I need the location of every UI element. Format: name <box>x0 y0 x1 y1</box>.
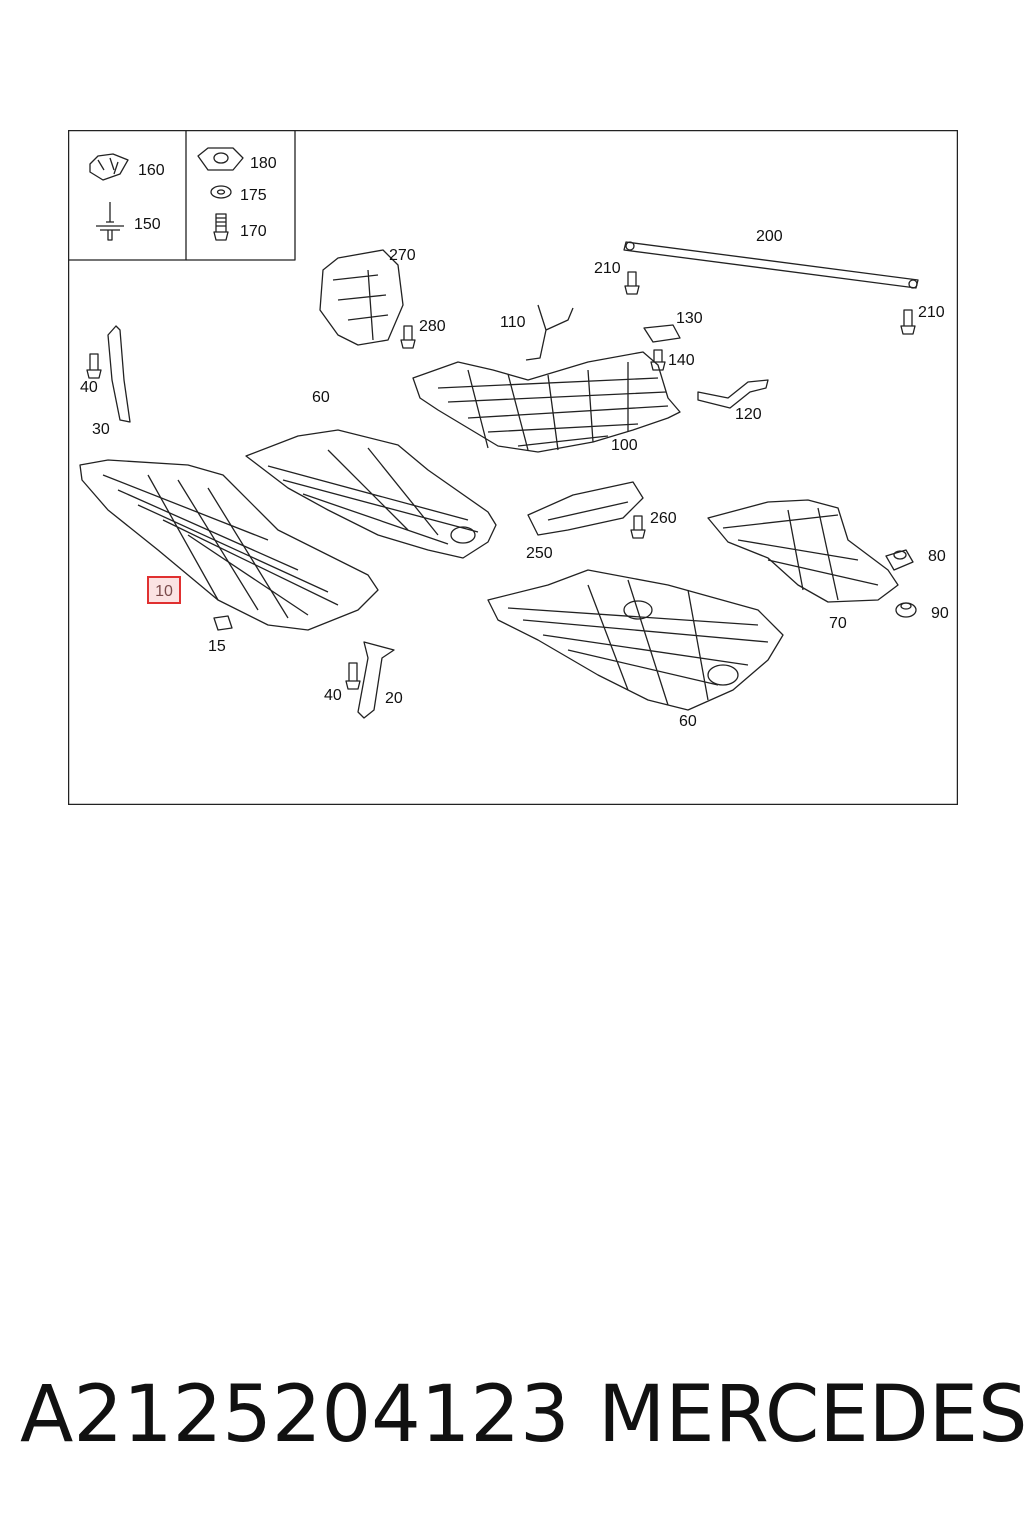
callout-210-left: 210 <box>594 260 621 277</box>
bolt-icon <box>213 213 229 241</box>
washer-icon <box>210 185 232 199</box>
part-70-rear-shield <box>707 499 899 603</box>
u-nut-icon <box>197 147 244 171</box>
legend-label-175: 175 <box>240 187 267 204</box>
callout-120: 120 <box>735 406 762 423</box>
callout-280: 280 <box>419 318 446 335</box>
legend-label-180: 180 <box>250 155 277 172</box>
part-30-bracket <box>107 325 131 423</box>
callout-140: 140 <box>668 352 695 369</box>
part-210-bolt-left <box>624 271 640 295</box>
callout-40-upper: 40 <box>80 379 98 396</box>
part-number: A2125204123 <box>20 1370 570 1460</box>
part-210-bolt-right <box>900 309 916 335</box>
part-140-bolt <box>650 349 666 371</box>
callout-100: 100 <box>611 437 638 454</box>
part-15-clip <box>213 615 233 631</box>
callout-80: 80 <box>928 548 946 565</box>
callout-30: 30 <box>92 421 110 438</box>
callout-270: 270 <box>389 247 416 264</box>
part-110-bracket <box>525 304 574 361</box>
diagram-drawing <box>68 130 958 805</box>
callout-10-highlight[interactable]: 10 <box>147 576 181 604</box>
parts-diagram: 160 150 180 175 170 270 280 200 210 210 … <box>68 130 958 805</box>
part-130-clip <box>643 324 681 343</box>
part-20-bracket <box>357 641 395 719</box>
part-40-bolt-lower <box>345 662 361 690</box>
callout-260: 260 <box>650 510 677 527</box>
legend-label-150: 150 <box>134 216 161 233</box>
part-40-bolt-upper <box>86 353 102 379</box>
callout-110: 110 <box>500 314 526 331</box>
callout-20: 20 <box>385 690 403 707</box>
legend-box-2 <box>186 130 296 261</box>
part-60-shield-upper <box>245 429 497 559</box>
part-100-engine-shield <box>412 351 681 453</box>
part-270-bracket <box>319 249 404 346</box>
callout-200: 200 <box>756 228 783 245</box>
part-10-front-shield <box>79 459 379 631</box>
part-60-shield-lower <box>487 569 784 711</box>
callout-250: 250 <box>526 545 553 562</box>
part-120-bracket <box>697 379 769 409</box>
callout-40-lower: 40 <box>324 687 342 704</box>
push-rivet-icon <box>96 202 124 241</box>
part-250-bracket <box>527 481 644 536</box>
callout-210-right: 210 <box>918 304 945 321</box>
callout-70: 70 <box>829 615 847 632</box>
part-260-bolt <box>630 515 646 539</box>
legend-label-160: 160 <box>138 162 165 179</box>
diagram-border <box>68 130 958 805</box>
callout-60-lower: 60 <box>679 713 697 730</box>
brand-name: MERCEDES <box>598 1370 1024 1460</box>
part-90-grommet <box>895 602 917 618</box>
callout-90: 90 <box>931 605 949 622</box>
clip-nut-icon <box>89 153 129 181</box>
legend-box-1 <box>68 130 187 261</box>
part-280-bolt <box>400 325 416 349</box>
callout-130: 130 <box>676 310 703 327</box>
part-80-grommet <box>885 549 914 571</box>
footer: A2125204123 MERCEDES <box>20 1370 1024 1470</box>
callout-60-upper: 60 <box>312 389 330 406</box>
part-200-crossbar <box>623 241 919 289</box>
legend-label-170: 170 <box>240 223 267 240</box>
callout-15: 15 <box>208 638 226 655</box>
